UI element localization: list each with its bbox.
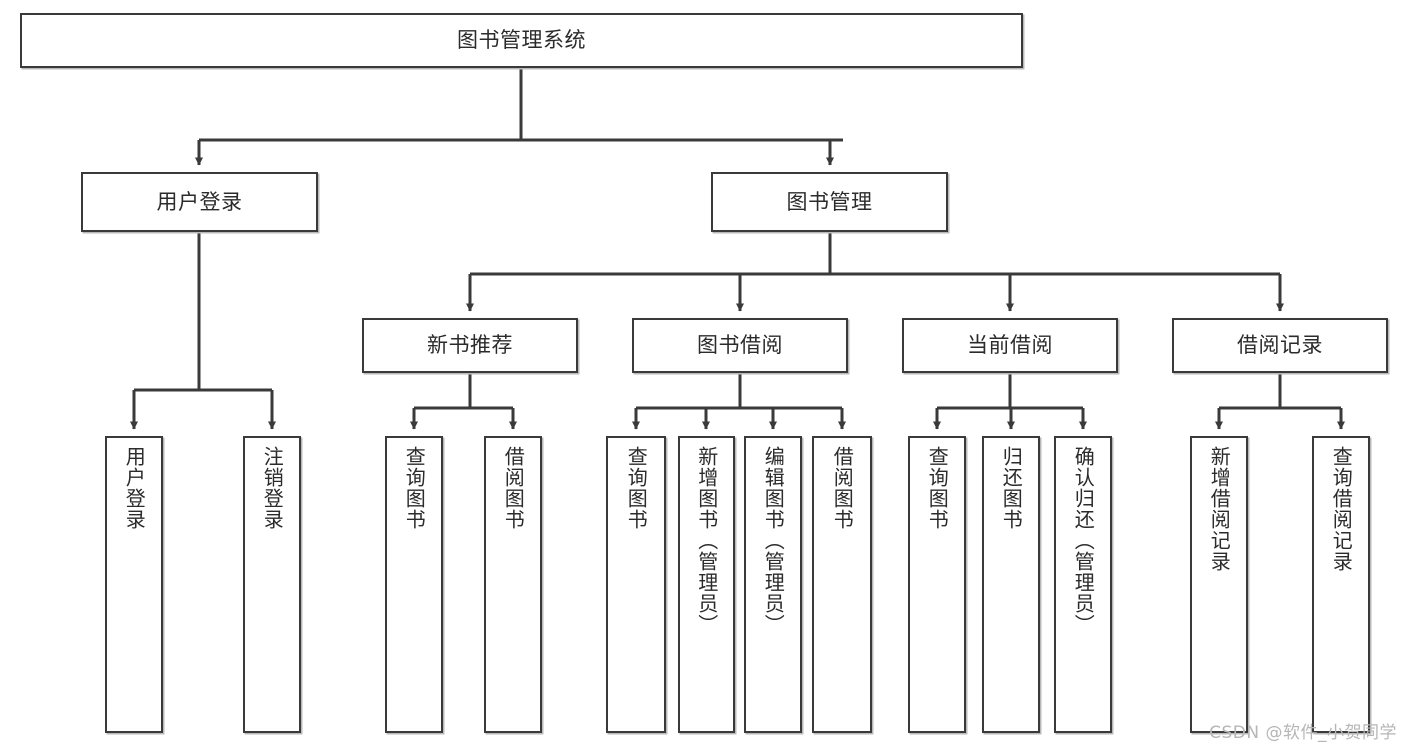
node-label: 新书推荐 — [427, 333, 513, 358]
node-label: 确认归还（管理员） — [1071, 446, 1096, 635]
node-leaf-query-book-br[interactable]: 查询图书 — [606, 436, 666, 733]
node-label: 图书管理系统 — [457, 28, 586, 53]
node-leaf-add-book[interactable]: 新增图书（管理员） — [678, 436, 735, 733]
node-label: 归还图书 — [999, 446, 1024, 530]
node-leaf-return-book[interactable]: 归还图书 — [982, 436, 1040, 733]
node-label: 当前借阅 — [967, 333, 1053, 358]
node-label: 查询图书 — [925, 446, 950, 530]
node-new-book-recommend[interactable]: 新书推荐 — [362, 318, 578, 373]
node-book-management-system[interactable]: 图书管理系统 — [20, 13, 1023, 68]
node-label: 编辑图书（管理员） — [761, 446, 786, 635]
node-book-management[interactable]: 图书管理 — [711, 172, 948, 232]
node-leaf-edit-book[interactable]: 编辑图书（管理员） — [744, 436, 802, 733]
node-current-borrow[interactable]: 当前借阅 — [902, 318, 1118, 373]
node-leaf-user-login[interactable]: 用户登录 — [105, 436, 163, 733]
node-label: 新增图书（管理员） — [694, 446, 719, 635]
node-label: 图书借阅 — [697, 333, 783, 358]
node-label: 借阅图书 — [830, 446, 855, 530]
node-label: 用户登录 — [122, 446, 147, 530]
node-label: 用户登录 — [156, 189, 243, 214]
node-label: 查询图书 — [624, 446, 649, 530]
node-book-borrow[interactable]: 图书借阅 — [632, 318, 848, 373]
node-leaf-query-record[interactable]: 查询借阅记录 — [1312, 436, 1370, 733]
node-leaf-add-record[interactable]: 新增借阅记录 — [1190, 436, 1248, 733]
node-leaf-borrow-book-br[interactable]: 借阅图书 — [812, 436, 872, 733]
node-leaf-borrow-book-rec[interactable]: 借阅图书 — [484, 436, 542, 733]
node-label: 借阅图书 — [501, 446, 526, 530]
node-leaf-confirm-return[interactable]: 确认归还（管理员） — [1054, 436, 1112, 733]
node-label: 查询借阅记录 — [1329, 446, 1354, 572]
node-label: 注销登录 — [260, 446, 285, 530]
node-label: 图书管理 — [786, 189, 873, 214]
node-label: 查询图书 — [402, 446, 427, 530]
node-leaf-logout[interactable]: 注销登录 — [243, 436, 301, 733]
node-user-login[interactable]: 用户登录 — [81, 172, 318, 232]
node-leaf-query-book-rec[interactable]: 查询图书 — [385, 436, 443, 733]
node-label: 借阅记录 — [1237, 333, 1323, 358]
node-label: 新增借阅记录 — [1207, 446, 1232, 572]
node-leaf-query-book-cur[interactable]: 查询图书 — [908, 436, 966, 733]
node-borrow-record[interactable]: 借阅记录 — [1172, 318, 1388, 373]
